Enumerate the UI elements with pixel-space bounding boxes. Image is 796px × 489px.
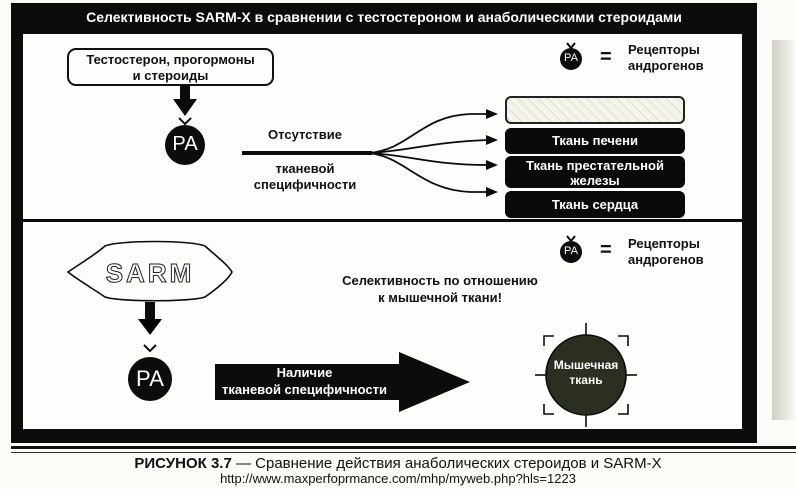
legend-text-line1: Рецепторы: [628, 42, 700, 57]
caption-text: — Сравнение действия анаболических стеро…: [231, 455, 662, 472]
androgen-receptor-icon: [128, 344, 172, 401]
pathway-label-absence: Отсутствие: [268, 127, 342, 142]
sarm-hexagon: [66, 240, 233, 302]
figure-caption: РИСУНОК 3.7 — Сравнение действия анаболи…: [0, 456, 796, 472]
target-liver-tissue: Ткань печени: [505, 128, 685, 154]
figure-number: РИСУНОК 3.7: [134, 455, 232, 472]
prostate-label-line1: Ткань престательной: [526, 158, 664, 173]
legend-text-line2: андрогенов: [628, 58, 704, 73]
steroids-source-label-line2: и стероиды: [132, 68, 209, 83]
panel-divider: [23, 219, 742, 222]
receptor-label: РА: [136, 366, 164, 391]
legend-text: Рецепторы андрогенов: [628, 236, 704, 268]
legend-receptor-icon: [560, 42, 582, 70]
arrow-label-line1: Наличие: [276, 365, 333, 380]
pathway-line: [242, 151, 372, 155]
muscle-tissue-label: Мышечная ткань: [540, 358, 632, 388]
down-arrow-icon: [173, 86, 197, 116]
selectivity-text: Селективность по отношению к мышечной тк…: [320, 272, 560, 306]
pathway-label-line1: тканевой: [275, 161, 335, 176]
caption-rule: [11, 446, 796, 449]
target-tissue-blank: [505, 96, 685, 124]
page-edge-shadow: [772, 40, 796, 420]
down-arrow-icon: [138, 302, 162, 335]
muscle-label-line2: ткань: [569, 373, 603, 387]
fanout-arrows: [367, 113, 489, 193]
legend-equals: =: [600, 239, 612, 261]
legend-receptor-icon: [560, 235, 582, 263]
top-panel: [23, 34, 742, 219]
receptor-label: РА: [172, 133, 198, 155]
legend-text-line1: Рецепторы: [628, 236, 700, 251]
selectivity-line2: к мышечной ткани!: [378, 290, 502, 305]
source-url: http://www.maxperfoprmance.com/mhp/myweb…: [220, 471, 576, 486]
legend-equals: =: [600, 46, 612, 68]
caption-rule-thin: [11, 452, 796, 453]
target-heart-tissue: Ткань сердца: [505, 191, 685, 218]
muscle-target-icon: [535, 323, 637, 427]
muscle-label-line1: Мышечная: [553, 358, 619, 372]
prostate-label-line2: железы: [570, 173, 620, 188]
target-prostate-tissue: Ткань престательной железы: [505, 156, 685, 188]
sarm-label: SARM: [105, 258, 195, 289]
legend-symbol: РА: [564, 52, 578, 64]
legend-symbol: РА: [564, 245, 578, 257]
androgen-receptor-icon: [165, 117, 205, 165]
arrow-label-line2: тканевой специфичности: [222, 382, 387, 397]
selectivity-line1: Селективность по отношению: [342, 273, 538, 288]
steroids-source-label-line1: Тестостерон, прогормоны: [86, 52, 255, 67]
figure-title: Селективность SARM-X в сравнении с тесто…: [86, 9, 682, 25]
pathway-label-line2: специфичности: [253, 177, 357, 192]
arrow-label: Наличие тканевой специфичности: [212, 364, 397, 398]
legend-text-line2: андрогенов: [628, 252, 704, 267]
tissue-specificity-arrow: [215, 352, 470, 412]
legend-text: Рецепторы андрогенов: [628, 42, 704, 74]
arrowheads: [486, 109, 498, 197]
steroids-source-box: Тестостерон, прогормоны и стероиды: [67, 48, 274, 86]
